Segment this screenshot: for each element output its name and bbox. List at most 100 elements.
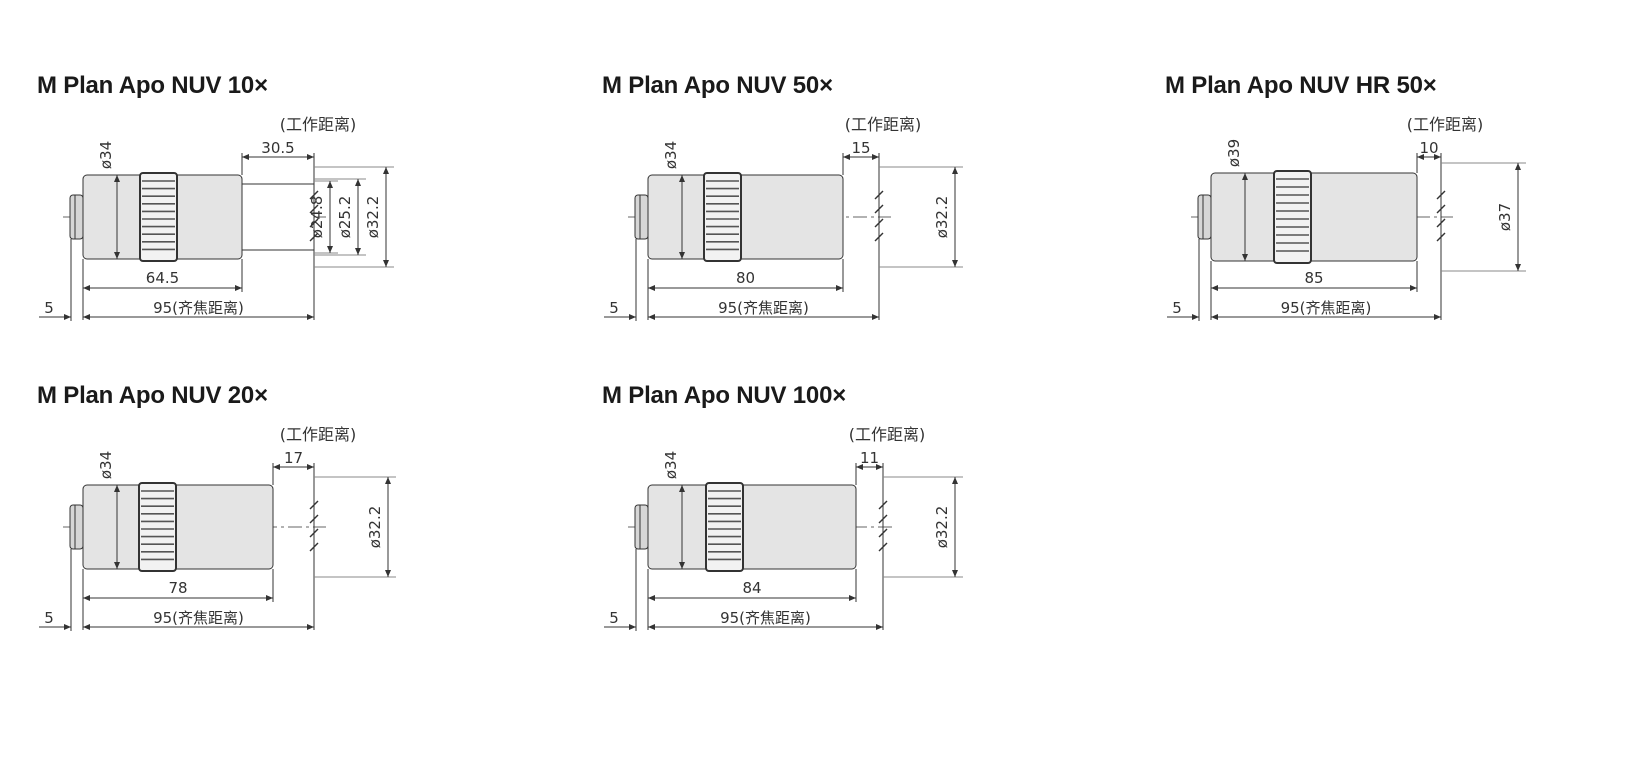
specimen-hatch: [309, 218, 319, 228]
body-length-value: 84: [742, 579, 761, 597]
front-diameter-label: ø37: [1496, 203, 1514, 231]
barrel-diameter-dimension-arrow-bottom: [679, 562, 685, 569]
barrel-diameter-dimension-arrow-bottom: [114, 252, 120, 259]
working-distance-value: 17: [284, 449, 303, 467]
specimen-hatch: [309, 514, 319, 524]
specimen-hatch: [309, 190, 319, 200]
thread-length-value: 5: [609, 299, 619, 317]
specimen-hatch: [1436, 204, 1446, 214]
parfocal-label: 95(齐焦距离): [153, 609, 244, 627]
barrel-diameter-label: ø34: [662, 451, 680, 479]
front-diameter-dimension-arrow-bottom: [355, 248, 361, 255]
working-distance-dimension-arrow-start: [843, 154, 850, 160]
parfocal-label: 95(齐焦距离): [718, 299, 809, 317]
objective-title: M Plan Apo NUV 20×: [37, 382, 268, 409]
parfocal-dimension-arrow-start: [83, 624, 90, 630]
objective-barrel: [647, 484, 857, 570]
specimen-hatch: [1436, 232, 1446, 242]
working-distance-value: 10: [1419, 139, 1438, 157]
barrel-diameter-dimension-arrow-bottom: [1242, 254, 1248, 261]
barrel-diameter-dimension-arrow-top: [114, 485, 120, 492]
working-distance-dimension-arrow-end: [1434, 154, 1441, 160]
specimen-hatch: [874, 190, 884, 200]
thread-dimension-arrow: [1192, 314, 1199, 320]
working-distance-dimension-arrow-end: [307, 464, 314, 470]
body-length-dimension-arrow-start: [83, 285, 90, 291]
front-diameter-dimension-arrow-bottom: [952, 570, 958, 577]
specimen-hatch: [874, 204, 884, 214]
specimen-hatch: [1436, 190, 1446, 200]
barrel-diameter-dimension-arrow-bottom: [679, 252, 685, 259]
barrel-diameter-label: ø34: [97, 451, 115, 479]
working-distance-dimension-arrow-end: [876, 464, 883, 470]
parfocal-dimension-arrow-end: [307, 314, 314, 320]
working-distance-dimension-arrow-start: [273, 464, 280, 470]
front-diameter-label: ø32.2: [366, 506, 384, 549]
thread-length-value: 5: [44, 609, 54, 627]
body-length-dimension-arrow-start: [1211, 285, 1218, 291]
objective-barrel: [1210, 172, 1418, 262]
specimen-hatch: [1436, 218, 1446, 228]
body-length-dimension-arrow-start: [83, 595, 90, 601]
objective-barrel: [82, 484, 274, 570]
barrel-diameter-dimension-arrow-top: [114, 175, 120, 182]
body-length-value: 64.5: [146, 269, 179, 287]
parfocal-label: 95(齐焦距离): [153, 299, 244, 317]
barrel-diameter-label: ø39: [1225, 139, 1243, 167]
knurled-ring: [139, 172, 178, 262]
body-length-value: 78: [168, 579, 187, 597]
parfocal-dimension-arrow-end: [876, 624, 883, 630]
front-diameter-dimension-arrow-bottom: [327, 246, 333, 253]
thread-dimension-arrow: [64, 314, 71, 320]
knurled-ring: [705, 482, 744, 572]
parfocal-dimension-arrow-start: [648, 314, 655, 320]
front-tube: [241, 183, 315, 251]
parfocal-dimension-arrow-end: [307, 624, 314, 630]
front-diameter-label: ø32.2: [364, 196, 382, 239]
barrel-diameter-label: ø34: [662, 141, 680, 169]
front-diameter-dimension-arrow-top: [952, 477, 958, 484]
working-distance-caption: (工作距离): [845, 115, 922, 134]
objective-title: M Plan Apo NUV 100×: [602, 382, 847, 409]
specimen-hatch: [874, 232, 884, 242]
knurled-ring: [1273, 170, 1312, 264]
front-diameter-dimension-arrow-top: [385, 477, 391, 484]
working-distance-caption: (工作距离): [280, 115, 357, 134]
front-diameter-label: ø32.2: [933, 506, 951, 549]
parfocal-dimension-arrow-start: [648, 624, 655, 630]
front-diameter-dimension-arrow-top: [952, 167, 958, 174]
working-distance-caption: (工作距离): [1407, 115, 1484, 134]
working-distance-value: 15: [851, 139, 870, 157]
working-distance-caption: (工作距离): [280, 425, 357, 444]
barrel-diameter-dimension-arrow-top: [679, 175, 685, 182]
knurled-ring: [138, 482, 177, 572]
working-distance-dimension-arrow-start: [856, 464, 863, 470]
front-diameter-label: ø32.2: [933, 196, 951, 239]
barrel-diameter-label: ø34: [97, 141, 115, 169]
body-length-dimension-arrow-end: [836, 285, 843, 291]
parfocal-dimension-arrow-end: [872, 314, 879, 320]
working-distance-dimension-arrow-end: [307, 154, 314, 160]
specimen-hatch: [878, 514, 888, 524]
mounting-thread: [634, 504, 649, 550]
specimen-hatch: [878, 528, 888, 538]
thread-length-value: 5: [609, 609, 619, 627]
specimen-hatch: [309, 204, 319, 214]
parfocal-dimension-arrow-end: [1434, 314, 1441, 320]
working-distance-dimension-arrow-start: [1417, 154, 1424, 160]
front-diameter-dimension-arrow-top: [355, 179, 361, 186]
specimen-hatch: [309, 542, 319, 552]
knurled-ring: [703, 172, 742, 262]
thread-dimension-arrow: [629, 314, 636, 320]
working-distance-value: 30.5: [261, 139, 294, 157]
front-diameter-dimension-arrow-bottom: [1515, 264, 1521, 271]
body-length-dimension-arrow-end: [849, 595, 856, 601]
working-distance-value: 11: [860, 449, 879, 467]
